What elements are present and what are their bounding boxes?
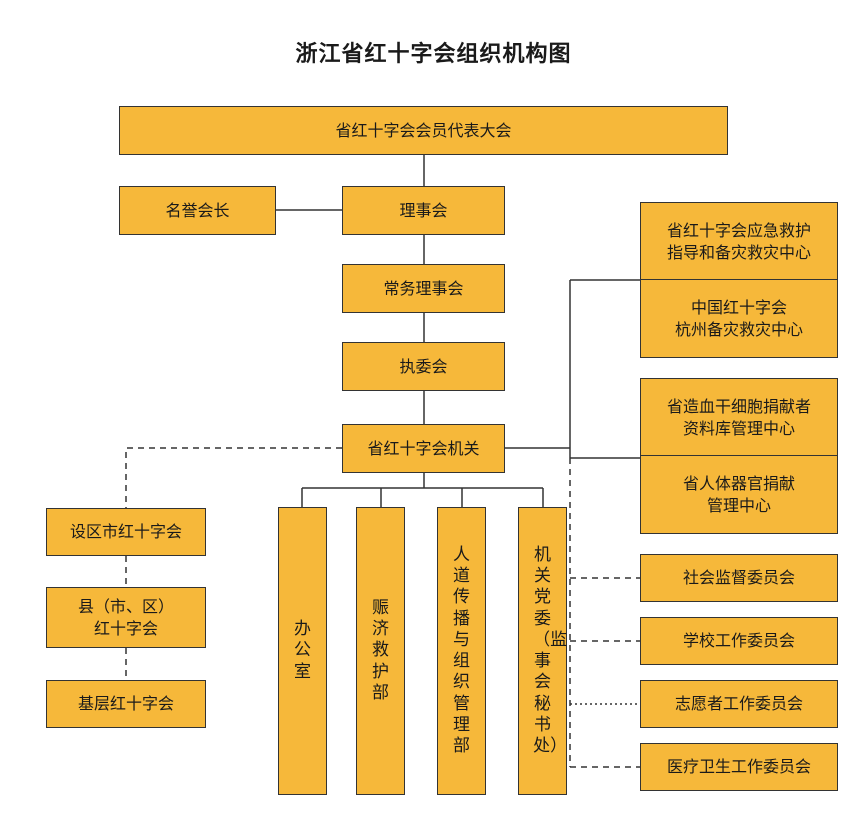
city-branch-box: 设区市红十字会 [46, 508, 206, 556]
honorary-president-box: 名誉会长 [119, 186, 276, 235]
stem-cell-center-label-line1: 省造血干细胞捐献者 [666, 396, 811, 416]
county-branch-label-line1: 县（市、区） [77, 596, 174, 616]
stem-cell-center-label-line2: 资料库管理中心 [682, 418, 795, 438]
office-box: 办公室 [278, 507, 327, 795]
organ-center-label-line2: 管理中心 [706, 495, 771, 515]
council-label: 理事会 [399, 200, 448, 220]
council-box: 理事会 [342, 186, 505, 235]
county-branch-box: 县（市、区） 红十字会 [46, 587, 206, 648]
social-supervision-box: 社会监督委员会 [640, 554, 838, 602]
city-branch-label: 设区市红十字会 [69, 522, 182, 542]
relief-dept-label: 赈济救护部 [372, 597, 389, 703]
humanity-dept-label: 人道传播与组织管理部 [453, 544, 470, 756]
line-secretariat-city-dashed [125, 447, 342, 508]
congress-box: 省红十字会会员代表大会 [119, 106, 728, 155]
volunteer-committee-box: 志愿者工作委员会 [640, 680, 838, 728]
humanity-dept-box: 人道传播与组织管理部 [437, 507, 486, 795]
emergency-center-label-line2: 指导和备灾救灾中心 [666, 242, 811, 262]
executive-committee-box: 执委会 [342, 342, 505, 391]
hangzhou-center-label-line1: 中国红十字会 [690, 297, 787, 317]
relief-dept-box: 赈济救护部 [356, 507, 405, 795]
grassroots-branch-box: 基层红十字会 [46, 680, 206, 728]
hangzhou-center-label-line2: 杭州备灾救灾中心 [674, 319, 803, 339]
standing-council-box: 常务理事会 [342, 264, 505, 313]
emergency-center-label-line1: 省红十字会应急救护 [666, 220, 811, 240]
congress-label: 省红十字会会员代表大会 [335, 120, 512, 140]
medical-committee-box: 医疗卫生工作委员会 [640, 743, 838, 791]
office-label: 办公室 [294, 619, 311, 682]
page-title: 浙江省红十字会组织机构图 [295, 42, 572, 67]
school-committee-label: 学校工作委员会 [682, 631, 795, 651]
stem-cell-center-box: 省造血干细胞捐献者 资料库管理中心 [640, 378, 838, 457]
secretariat-label: 省红十字会机关 [367, 438, 480, 458]
social-supervision-label: 社会监督委员会 [682, 568, 795, 588]
standing-council-label: 常务理事会 [383, 278, 464, 298]
organ-center-box: 省人体器官捐献 管理中心 [640, 455, 838, 534]
school-committee-box: 学校工作委员会 [640, 617, 838, 665]
organ-center-label-line1: 省人体器官捐献 [682, 473, 795, 493]
secretariat-box: 省红十字会机关 [342, 424, 505, 473]
grassroots-branch-label: 基层红十字会 [77, 694, 174, 714]
emergency-center-box: 省红十字会应急救护 指导和备灾救灾中心 [640, 202, 838, 281]
hangzhou-center-box: 中国红十字会 杭州备灾救灾中心 [640, 279, 838, 358]
county-branch-label-line2: 红十字会 [93, 618, 158, 638]
honorary-president-label: 名誉会长 [165, 200, 230, 220]
medical-committee-label: 医疗卫生工作委员会 [666, 757, 811, 777]
executive-committee-label: 执委会 [399, 356, 448, 376]
party-committee-box: 机关党委（监事会秘书处） [518, 507, 567, 795]
party-committee-label: 机关党委（监事会秘书处） [533, 544, 568, 756]
volunteer-committee-label: 志愿者工作委员会 [674, 694, 803, 714]
